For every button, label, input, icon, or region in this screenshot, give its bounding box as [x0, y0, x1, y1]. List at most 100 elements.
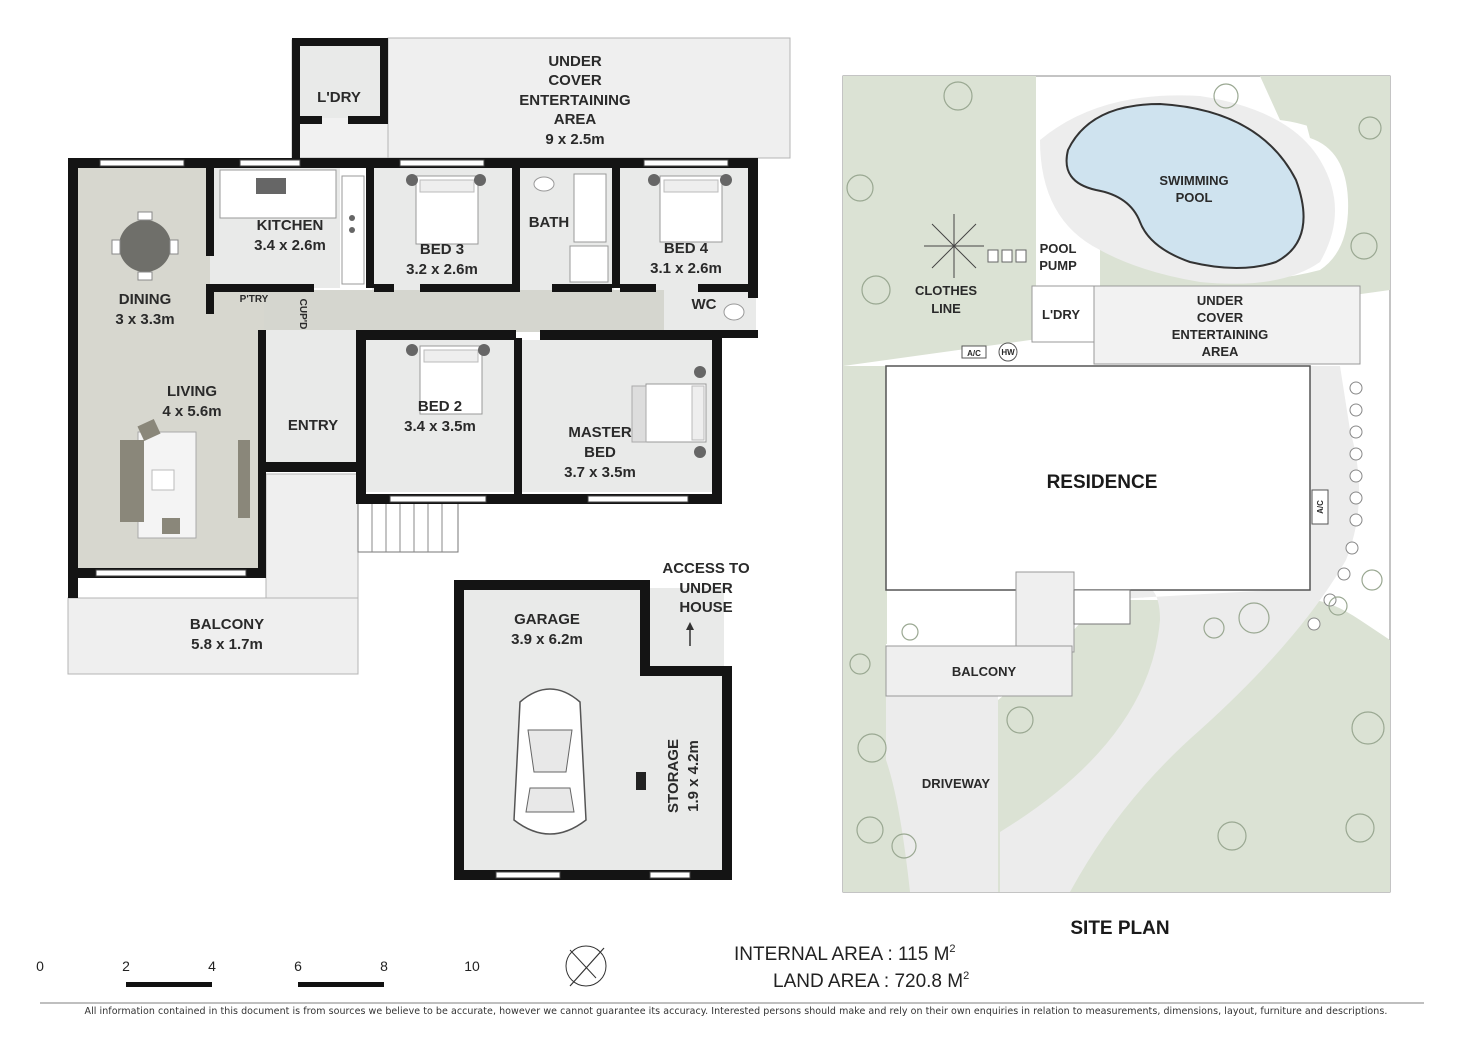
site-undercover-line4: AREA [1202, 344, 1239, 359]
hot-water-unit [998, 342, 1018, 362]
kitchen-size: 3.4 x 2.6m [254, 237, 326, 254]
site-ac-unit-laundry [961, 345, 987, 359]
undercover-size: 9 x 2.5m [545, 131, 604, 148]
site-undercover-line3: ENTERTAINING [1172, 327, 1269, 342]
access-note-line1: ACCESS TO [662, 560, 750, 577]
garage-size: 3.9 x 6.2m [511, 631, 583, 648]
garage [454, 580, 732, 880]
trees [846, 81, 1385, 859]
site-entry-deck [1015, 571, 1075, 653]
bed4-bed [648, 174, 732, 243]
residence-label: RESIDENCE [1047, 472, 1158, 493]
pool-label-line1: SWIMMING [1159, 173, 1228, 188]
entry-floor [264, 330, 356, 462]
bed3-label: BED 3 [420, 241, 464, 258]
undercover-label-line2: COVER [548, 72, 602, 89]
site-laundry-label: L'DRY [1042, 307, 1080, 322]
garage-label: GARAGE [514, 611, 580, 628]
floor-plan: L'DRY UNDER COVER ENTERTAINING AREA 9 x … [67, 37, 791, 880]
storage-label: STORAGE [665, 739, 682, 813]
pool-label-line2: POOL [1176, 190, 1213, 205]
laundry-label: L'DRY [317, 89, 361, 106]
site-stairs [1073, 589, 1131, 625]
entry-label: ENTRY [288, 417, 338, 434]
hallway-floor [264, 290, 664, 332]
north-point [565, 945, 607, 987]
driveway [886, 696, 998, 892]
kitchen-bench [219, 169, 365, 285]
access-note-line3: HOUSE [679, 599, 732, 616]
scale-tick-4: 4 [208, 958, 216, 974]
living-label: LIVING [167, 383, 217, 400]
area-summary: INTERNAL AREA : 115 M2 LAND AREA : 720.8… [734, 943, 969, 992]
cupboard-label: CUP'D [297, 299, 308, 330]
site-laundry [1031, 285, 1095, 343]
bath-label: BATH [529, 214, 570, 231]
master-bed [631, 366, 707, 458]
master-label-line2: BED [584, 444, 616, 461]
laundry-room [300, 46, 380, 118]
site-plan: SWIMMING POOL POOL PUMP CLOTHES LINE L'D… [842, 75, 1391, 939]
bed4-size: 3.1 x 2.6m [650, 260, 722, 277]
entry-deck [265, 473, 359, 599]
lawn-west [843, 366, 887, 644]
clothes-line-label-line1: CLOTHES [915, 283, 977, 298]
windows [95, 159, 729, 577]
balcony-size: 5.8 x 1.7m [191, 636, 263, 653]
access-note-line2: UNDER [679, 580, 733, 597]
bed2-label: BED 2 [418, 398, 462, 415]
bed2-size: 3.4 x 3.5m [404, 418, 476, 435]
site-undercover-line1: UNDER [1197, 293, 1244, 308]
lounge-setting [120, 418, 250, 539]
site-ac-unit [1311, 489, 1329, 525]
stairs [357, 499, 459, 553]
undercover-area [387, 37, 791, 159]
storage-size: 1.9 x 4.2m [685, 740, 702, 812]
clothes-line-label-line2: LINE [931, 301, 961, 316]
undercover-label-line1: UNDER [548, 53, 602, 70]
balcony [67, 597, 359, 675]
balcony-label: BALCONY [190, 616, 264, 633]
undercover-label-line3: ENTERTAINING [519, 92, 630, 109]
stair-treads [371, 500, 443, 552]
site-balcony [885, 645, 1073, 697]
scale-tick-10: 10 [464, 958, 480, 974]
master-label-line1: MASTER [568, 424, 632, 441]
living-size: 4 x 5.6m [162, 403, 221, 420]
land-area: LAND AREA : 720.8 M2 [773, 970, 969, 992]
kitchen-label: KITCHEN [257, 217, 324, 234]
scale-tick-2: 2 [122, 958, 130, 974]
bed3-size: 3.2 x 2.6m [406, 261, 478, 278]
master-size: 3.7 x 3.5m [564, 464, 636, 481]
pool-pump-label-line1: POOL [1040, 241, 1077, 256]
access-arrow [686, 622, 694, 646]
hw-label: HW [1001, 348, 1015, 357]
curved-path [1000, 366, 1360, 892]
pantry-label: P'TRY [240, 294, 269, 305]
scale-tick-8: 8 [380, 958, 388, 974]
site-labels: SWIMMING POOL POOL PUMP CLOTHES LINE L'D… [915, 173, 1325, 939]
ac-label-residence: A/C [1316, 500, 1325, 514]
clothes-line [924, 214, 984, 278]
internal-area: INTERNAL AREA : 115 M2 [734, 943, 956, 965]
dining-label: DINING [119, 291, 172, 308]
site-plan-title: SITE PLAN [1070, 918, 1169, 939]
dining-size: 3 x 3.3m [115, 311, 174, 328]
pool-pump-label-line2: PUMP [1039, 258, 1077, 273]
floor-plan-labels: L'DRY UNDER COVER ENTERTAINING AREA 9 x … [115, 53, 750, 813]
site-balcony-label: BALCONY [952, 664, 1017, 679]
bed4-label: BED 4 [664, 240, 709, 257]
swimming-pool [1065, 102, 1305, 269]
ac-label-laundry: A/C [967, 349, 981, 358]
path-north [1260, 76, 1390, 288]
disclaimer: All information contained in this docume… [84, 1006, 1388, 1017]
bed3-bed [406, 174, 486, 245]
bathroom-fixtures [533, 173, 745, 321]
dining-table [111, 211, 179, 281]
scale-tick-0: 0 [36, 958, 44, 974]
wc-label: WC [692, 296, 717, 313]
scale-bar: 0 2 4 6 8 10 [36, 958, 480, 987]
undercover-label-line4: AREA [554, 111, 597, 128]
site-undercover-line2: COVER [1197, 310, 1244, 325]
